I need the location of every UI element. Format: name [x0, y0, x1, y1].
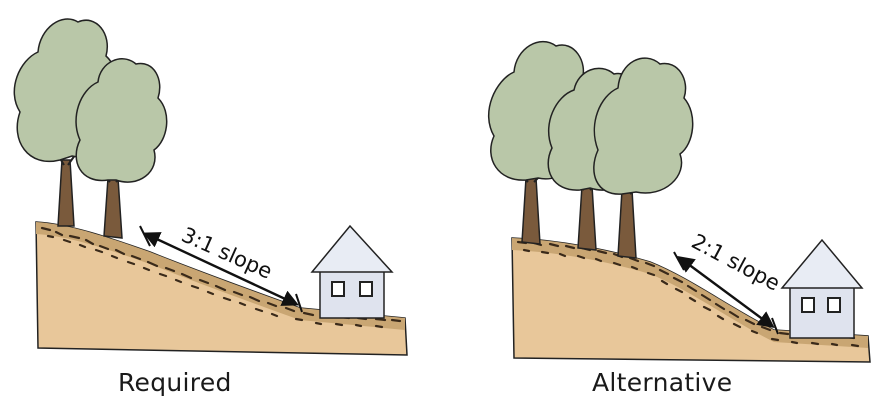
caption-alternative: Alternative	[592, 368, 732, 397]
panel-required: 3:1 slope	[14, 19, 407, 355]
panel-alternative: 2:1 slope	[489, 42, 870, 362]
caption-required: Required	[118, 368, 232, 397]
house-icon	[782, 240, 862, 338]
house-icon	[312, 226, 392, 318]
slope-label-alternative: 2:1 slope	[688, 229, 784, 295]
